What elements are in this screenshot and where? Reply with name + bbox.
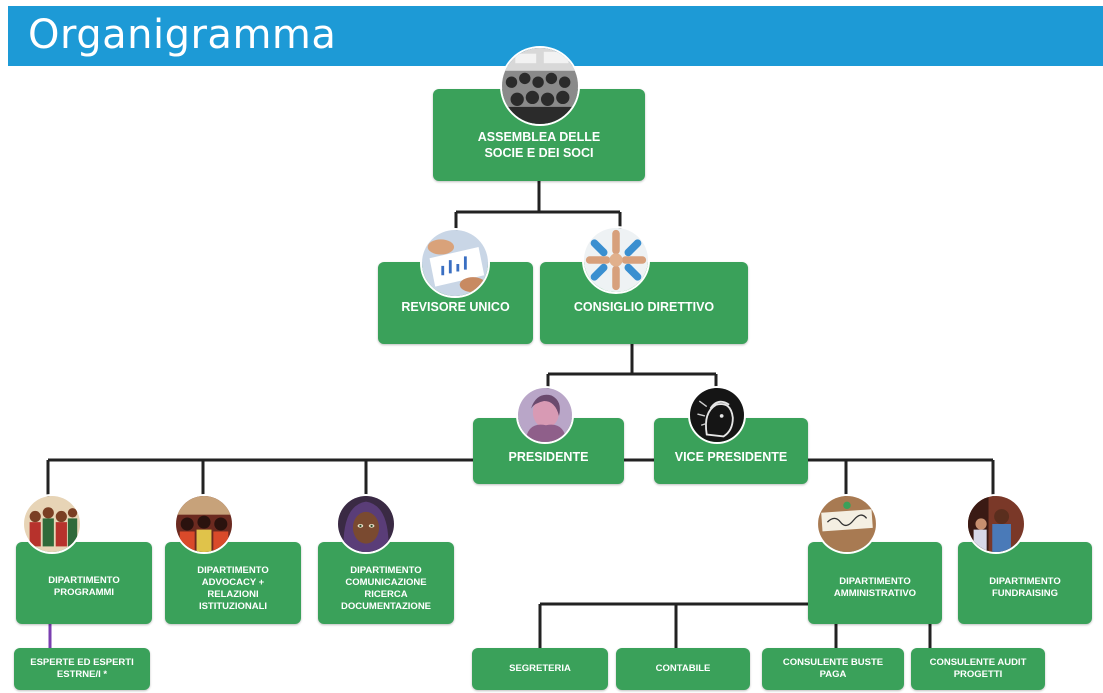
administration-note-photo: [816, 494, 878, 554]
woman-portrait-photo: [336, 494, 396, 554]
node-dip-advocacy: DIPARTIMENTO ADVOCACY + RELAZIONI ISTITU…: [165, 542, 301, 624]
node-consulente-audit: CONSULENTE AUDIT PROGETTI: [911, 648, 1045, 690]
event-photo: [174, 494, 234, 554]
portrait-photo: [516, 386, 574, 444]
node-dip-fundraising: DIPARTIMENTO FUNDRAISING: [958, 542, 1092, 624]
people-photo: [966, 494, 1026, 554]
documents-photo: [420, 228, 490, 298]
node-dip-amministrativo: DIPARTIMENTO AMMINISTRATIVO: [808, 542, 942, 624]
node-consulente-buste: CONSULENTE BUSTE PAGA: [762, 648, 904, 690]
node-esperte: ESPERTE ED ESPERTI ESTRNE/I *: [14, 648, 150, 690]
node-contabile: CONTABILE: [616, 648, 750, 690]
illustration-photo: [688, 386, 746, 444]
crowd-photo: [500, 46, 580, 126]
node-segreteria: SEGRETERIA: [472, 648, 608, 690]
page-title: Organigramma: [28, 12, 337, 58]
hands-circle-photo: [582, 226, 650, 294]
group-photo: [22, 494, 82, 554]
node-dip-programmi: DIPARTIMENTO PROGRAMMI: [16, 542, 152, 624]
node-dip-comunicazione: DIPARTIMENTO COMUNICAZIONE RICERCA DOCUM…: [318, 542, 454, 624]
